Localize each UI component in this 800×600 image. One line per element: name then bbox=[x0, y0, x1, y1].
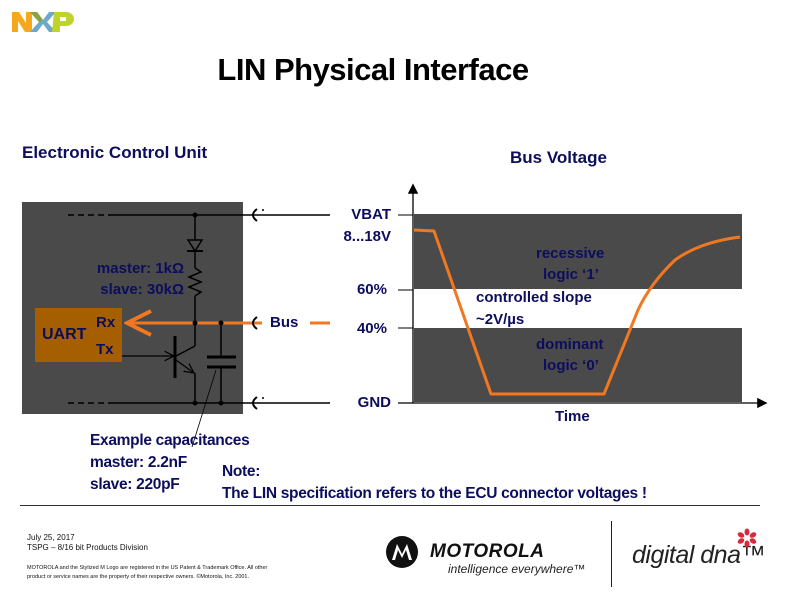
pct60-label: 60% bbox=[356, 281, 387, 298]
bus-waveform bbox=[413, 228, 741, 396]
connector-icon bbox=[252, 208, 258, 410]
nxp-logo bbox=[12, 12, 74, 32]
resistor-icon bbox=[187, 267, 203, 297]
uart-label: UART bbox=[42, 326, 87, 343]
pct40-label: 40% bbox=[356, 320, 387, 337]
digitaldna-wordmark: digital dna™ bbox=[632, 541, 765, 569]
bus-voltage-heading: Bus Voltage bbox=[510, 148, 607, 167]
diode-icon bbox=[186, 239, 204, 253]
vbat-range-label: 8...18V bbox=[343, 228, 391, 245]
legal-line-2: product or service names are the propert… bbox=[27, 574, 250, 580]
capacitance-note: Example capacitances master: 2.2nF slave… bbox=[90, 430, 250, 496]
dominant-region bbox=[414, 328, 742, 402]
slope-label: controlled slope bbox=[476, 289, 592, 306]
recessive-label: recessive bbox=[536, 245, 605, 262]
footer-divider bbox=[20, 505, 760, 506]
resistor-master-label: master: 1kΩ bbox=[96, 260, 184, 277]
capacitance-title: Example capacitances bbox=[90, 432, 250, 449]
x-axis-label: Time bbox=[555, 408, 590, 425]
logo-divider bbox=[611, 521, 612, 587]
motorola-logo-icon bbox=[386, 536, 418, 568]
footer-division: TSPG – 8/16 bit Products Division bbox=[27, 543, 148, 552]
rx-label: Rx bbox=[96, 314, 116, 331]
footer-info: July 25, 2017 TSPG – 8/16 bit Products D… bbox=[27, 533, 148, 553]
footer-legal: MOTOROLA and the Stylized M Logo are reg… bbox=[27, 564, 327, 582]
page-title: LIN Physical Interface bbox=[217, 52, 529, 87]
digitaldna-star-icon bbox=[737, 528, 757, 548]
bus-label: Bus bbox=[270, 314, 299, 331]
vbat-label: VBAT bbox=[351, 206, 391, 223]
legal-line-1: MOTOROLA and the Stylized M Logo are reg… bbox=[27, 565, 268, 571]
dominant-logic-label: logic ‘0’ bbox=[543, 357, 599, 374]
gnd-label: GND bbox=[357, 394, 391, 411]
ecu-heading: Electronic Control Unit bbox=[22, 143, 208, 162]
spec-note: Note: The LIN specification refers to th… bbox=[222, 461, 647, 505]
recessive-logic-label: logic ‘1’ bbox=[543, 266, 599, 283]
slope-value-label: ~2V/µs bbox=[476, 311, 525, 328]
note-text: The LIN specification refers to the ECU … bbox=[222, 485, 647, 502]
capacitance-slave: slave: 220pF bbox=[90, 476, 180, 493]
note-title: Note: bbox=[222, 463, 261, 480]
resistor-slave-label: slave: 30kΩ bbox=[100, 281, 184, 298]
uart-box bbox=[35, 308, 122, 362]
capacitance-master: master: 2.2nF bbox=[90, 454, 187, 471]
footer-date: July 25, 2017 bbox=[27, 533, 75, 542]
dominant-label: dominant bbox=[536, 336, 604, 353]
motorola-wordmark: MOTOROLA bbox=[430, 541, 545, 562]
tx-label: Tx bbox=[96, 341, 114, 358]
motorola-tagline: intelligence everywhere™ bbox=[448, 562, 586, 576]
